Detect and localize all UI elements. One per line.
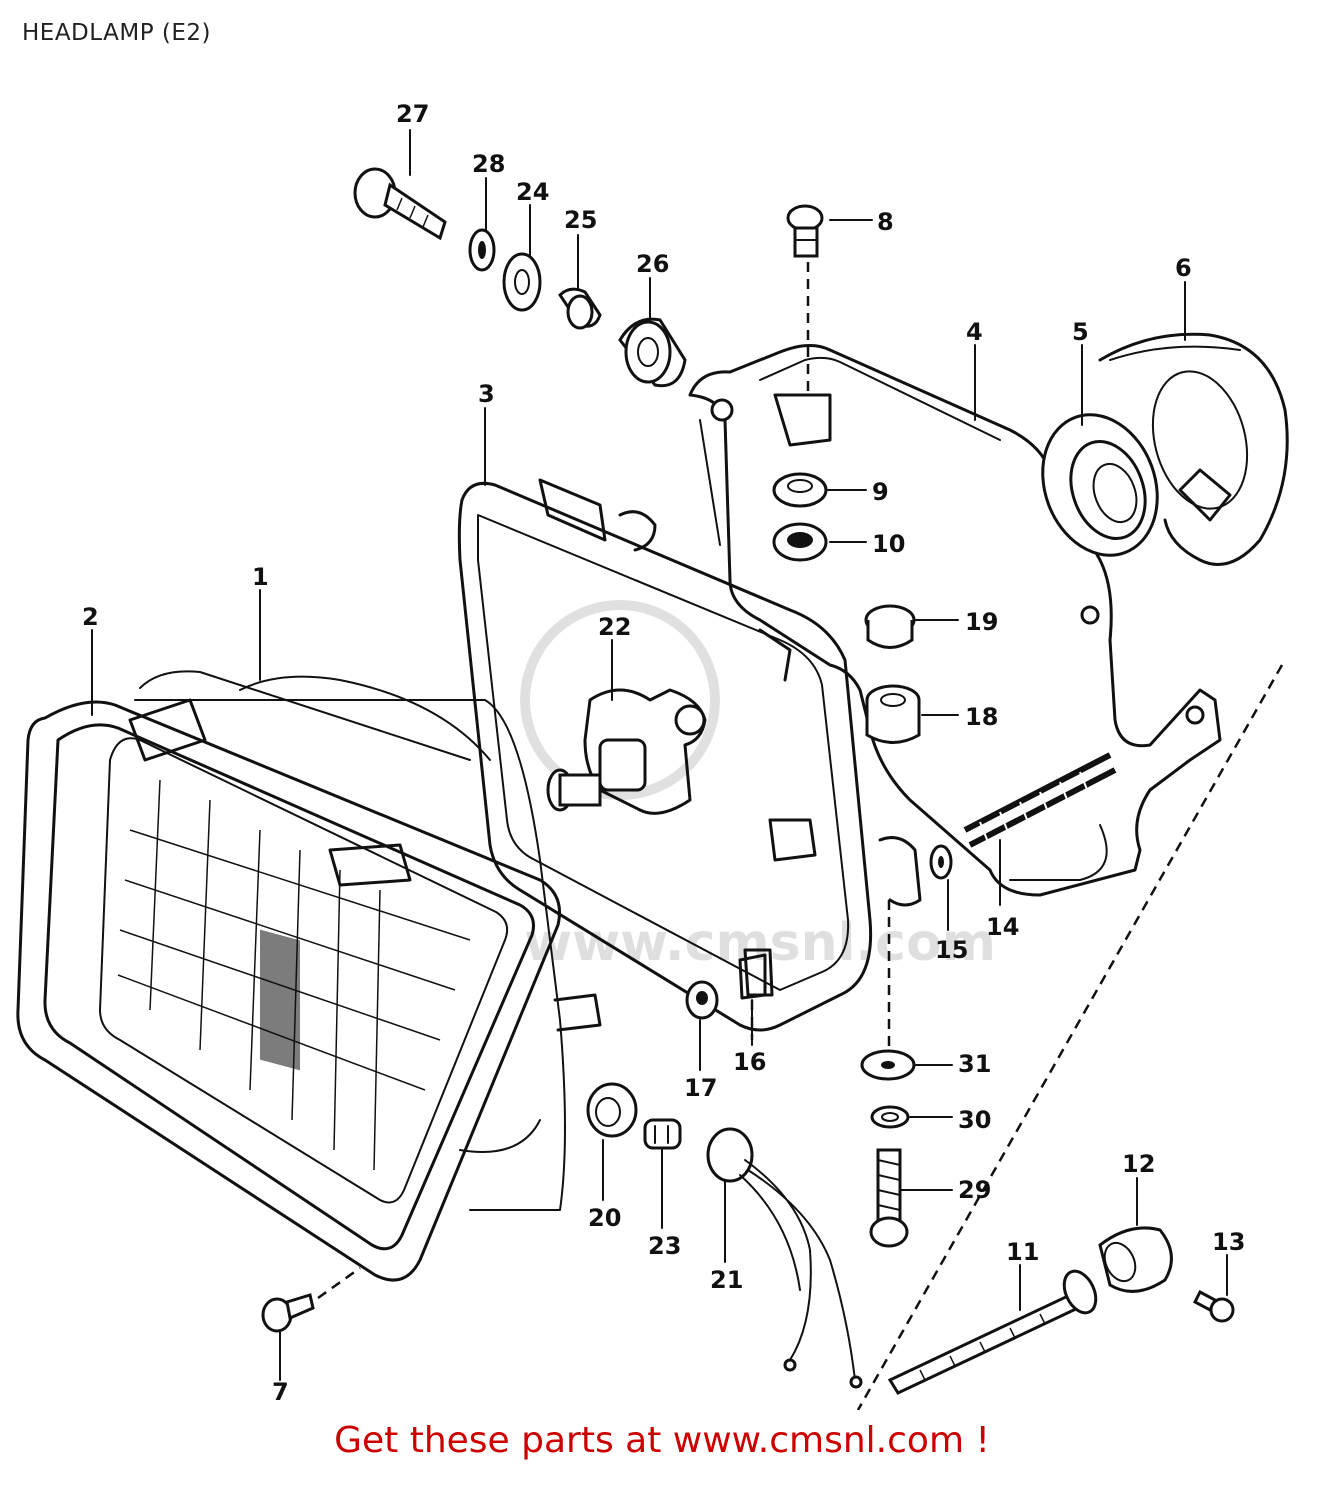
- part-label-10: 10: [872, 530, 905, 558]
- part-label-4: 4: [966, 318, 983, 346]
- assembly-axis-line: [856, 664, 1284, 1410]
- part-26-cushion[interactable]: [618, 317, 687, 388]
- part-21-wire-harness[interactable]: [706, 1127, 863, 1389]
- part-11-adjust-screw[interactable]: [887, 1266, 1102, 1395]
- part-28-washer[interactable]: [468, 228, 496, 272]
- part-18-grommet[interactable]: [865, 684, 921, 744]
- part-3-housing-frame[interactable]: [457, 478, 922, 1032]
- part-label-27: 27: [396, 100, 429, 128]
- part-label-30: 30: [958, 1106, 991, 1134]
- part-20-grommet[interactable]: [586, 1082, 638, 1138]
- part-22-bulb[interactable]: [546, 688, 707, 815]
- part-label-15: 15: [935, 936, 968, 964]
- part-13-screw[interactable]: [1193, 1289, 1235, 1323]
- part-label-20: 20: [588, 1204, 621, 1232]
- part-label-1: 1: [252, 563, 269, 591]
- part-24-washer[interactable]: [502, 252, 542, 312]
- part-label-17: 17: [684, 1074, 717, 1102]
- part-label-7: 7: [272, 1378, 289, 1406]
- part-8-screw[interactable]: [786, 204, 824, 395]
- part-label-29: 29: [958, 1176, 991, 1204]
- part-25-collar[interactable]: [558, 287, 602, 330]
- watermark-text: www.cmsnl.com: [524, 913, 996, 973]
- part-23-socket[interactable]: [643, 1118, 682, 1150]
- part-label-25: 25: [564, 206, 597, 234]
- part-label-24: 24: [516, 178, 549, 206]
- part-label-31: 31: [958, 1050, 991, 1078]
- part-label-3: 3: [478, 380, 495, 408]
- part-label-12: 12: [1122, 1150, 1155, 1178]
- part-15-washer[interactable]: [929, 844, 953, 880]
- part-label-18: 18: [965, 703, 998, 731]
- part-label-26: 26: [636, 250, 669, 278]
- part-label-16: 16: [733, 1048, 766, 1076]
- part-label-14: 14: [986, 913, 1019, 941]
- exploded-parts-diagram: www.cmsnl.com: [16, 100, 1289, 1410]
- part-label-19: 19: [965, 608, 998, 636]
- part-10-nut[interactable]: [772, 522, 828, 562]
- part-label-6: 6: [1175, 254, 1192, 282]
- part-6-cap[interactable]: [1098, 332, 1289, 566]
- part-4-case[interactable]: [688, 344, 1222, 897]
- part-9-grommet[interactable]: [772, 472, 828, 508]
- part-label-21: 21: [710, 1266, 743, 1294]
- part-1-headlamp-unit[interactable]: [99, 670, 602, 1211]
- part-14-spring[interactable]: [963, 752, 1117, 848]
- part-label-22: 22: [598, 613, 631, 641]
- part-19-damper[interactable]: [864, 604, 916, 649]
- part-label-9: 9: [872, 478, 889, 506]
- get-parts-link[interactable]: Get these parts at www.cmsnl.com !: [334, 1420, 990, 1461]
- part-labels: 1 2 3 4 5 6 7 8 9 10 11 12 13 14 15 16 1…: [82, 100, 1245, 1406]
- part-label-8: 8: [877, 208, 894, 236]
- part-2-rim[interactable]: [16, 700, 561, 1282]
- part-label-28: 28: [472, 150, 505, 178]
- part-27-bolt[interactable]: [353, 167, 447, 241]
- diagram-title: HEADLAMP (E2): [22, 20, 211, 46]
- part-29-bolt[interactable]: [869, 900, 909, 1248]
- part-label-11: 11: [1006, 1238, 1039, 1266]
- part-label-13: 13: [1212, 1228, 1245, 1256]
- part-12-adjust-knob[interactable]: [1098, 1226, 1173, 1293]
- leader-lines: [91, 129, 1228, 1381]
- part-label-23: 23: [648, 1232, 681, 1260]
- part-7-screw[interactable]: [261, 1266, 361, 1333]
- part-label-2: 2: [82, 603, 99, 631]
- part-17-grommet[interactable]: [685, 980, 719, 1020]
- part-30-lock-washer[interactable]: [870, 1105, 910, 1129]
- part-31-washer[interactable]: [860, 1049, 916, 1081]
- watermark-logo: www.cmsnl.com: [520, 600, 996, 973]
- part-label-5: 5: [1072, 318, 1089, 346]
- part-5-socket-ring[interactable]: [1024, 399, 1177, 572]
